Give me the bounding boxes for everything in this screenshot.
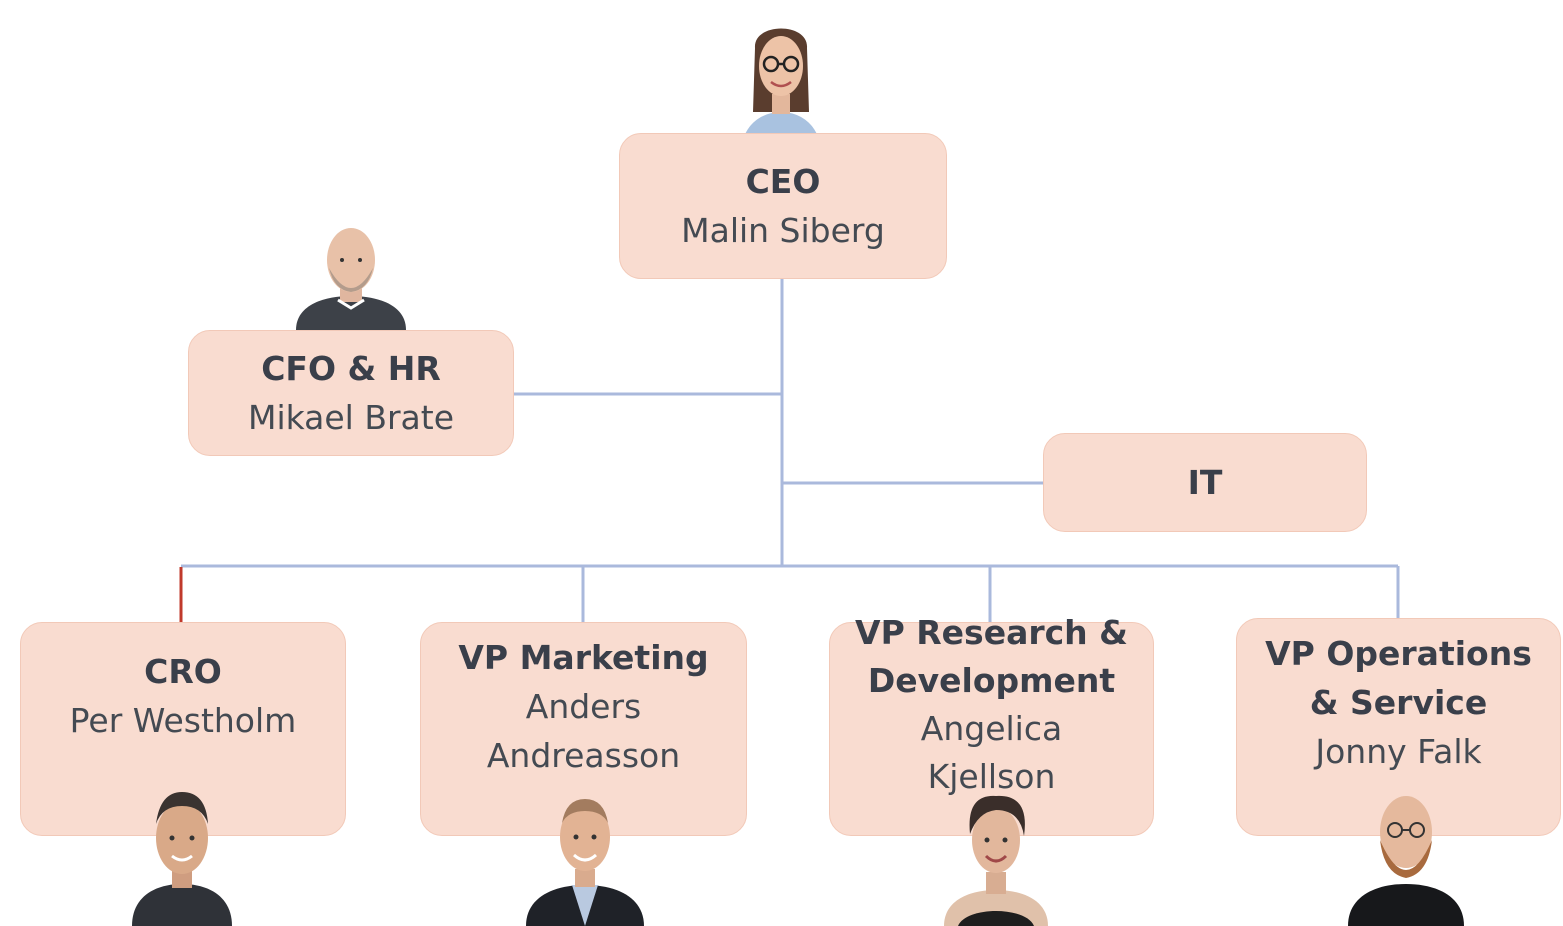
- node-it: IT: [1043, 433, 1367, 532]
- role-label-line1: VP Research &: [855, 613, 1128, 652]
- role-label-line2: & Service: [1309, 683, 1488, 722]
- node-cfo-hr: CFO & HR Mikael Brate: [188, 330, 514, 456]
- role-label: CRO: [144, 652, 222, 691]
- person-name: Per Westholm: [69, 701, 297, 740]
- vp-ops-portrait: [1348, 796, 1464, 926]
- person-name-line2: Andreasson: [486, 736, 681, 775]
- person-name: Malin Siberg: [681, 211, 885, 250]
- ceo-portrait: [741, 28, 821, 154]
- role-label: CFO & HR: [261, 349, 441, 388]
- role-label: VP Marketing: [458, 638, 709, 677]
- role-label-line1: VP Operations: [1265, 634, 1532, 673]
- cro-portrait: [132, 792, 232, 926]
- person-name: Jonny Falk: [1315, 732, 1482, 771]
- vp-rd-portrait: [944, 795, 1048, 926]
- role-label-line2: Development: [867, 661, 1116, 700]
- role-label: IT: [1187, 463, 1223, 502]
- person-name: Mikael Brate: [247, 398, 455, 437]
- cfo-portrait: [296, 228, 406, 330]
- role-label: CEO: [745, 162, 821, 201]
- person-name-line1: Angelica: [920, 709, 1063, 748]
- node-vp-research-development: VP Research & Development Angelica Kjell…: [829, 613, 1154, 836]
- person-name-line1: Anders: [525, 687, 642, 726]
- node-vp-operations-service: VP Operations & Service Jonny Falk: [1236, 618, 1561, 836]
- vp-marketing-portrait: [526, 799, 644, 926]
- node-ceo: CEO Malin Siberg: [619, 133, 947, 279]
- person-name-line2: Kjellson: [927, 757, 1056, 796]
